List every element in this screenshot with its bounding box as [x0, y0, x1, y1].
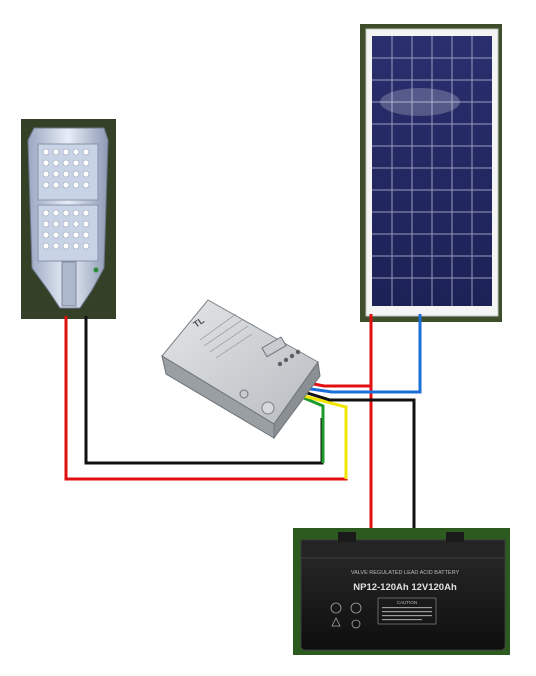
charge-controller: TL — [161, 299, 321, 440]
battery-model-text: NP12-120Ah 12V120Ah — [353, 582, 457, 593]
wire-yellow-lamp — [303, 394, 348, 479]
solar-panel — [360, 24, 502, 322]
wire-green-lamp — [303, 396, 325, 463]
battery-header-text: VALVE REGULATED LEAD ACID BATTERY — [351, 570, 460, 576]
wire-blue-panel — [303, 314, 422, 394]
battery-caution-text: CAUTION — [397, 600, 417, 605]
wire-black-battery — [303, 390, 416, 532]
battery: VALVE REGULATED LEAD ACID BATTERY NP12-1… — [293, 528, 510, 655]
street-light — [21, 119, 116, 319]
wiring — [64, 314, 422, 532]
